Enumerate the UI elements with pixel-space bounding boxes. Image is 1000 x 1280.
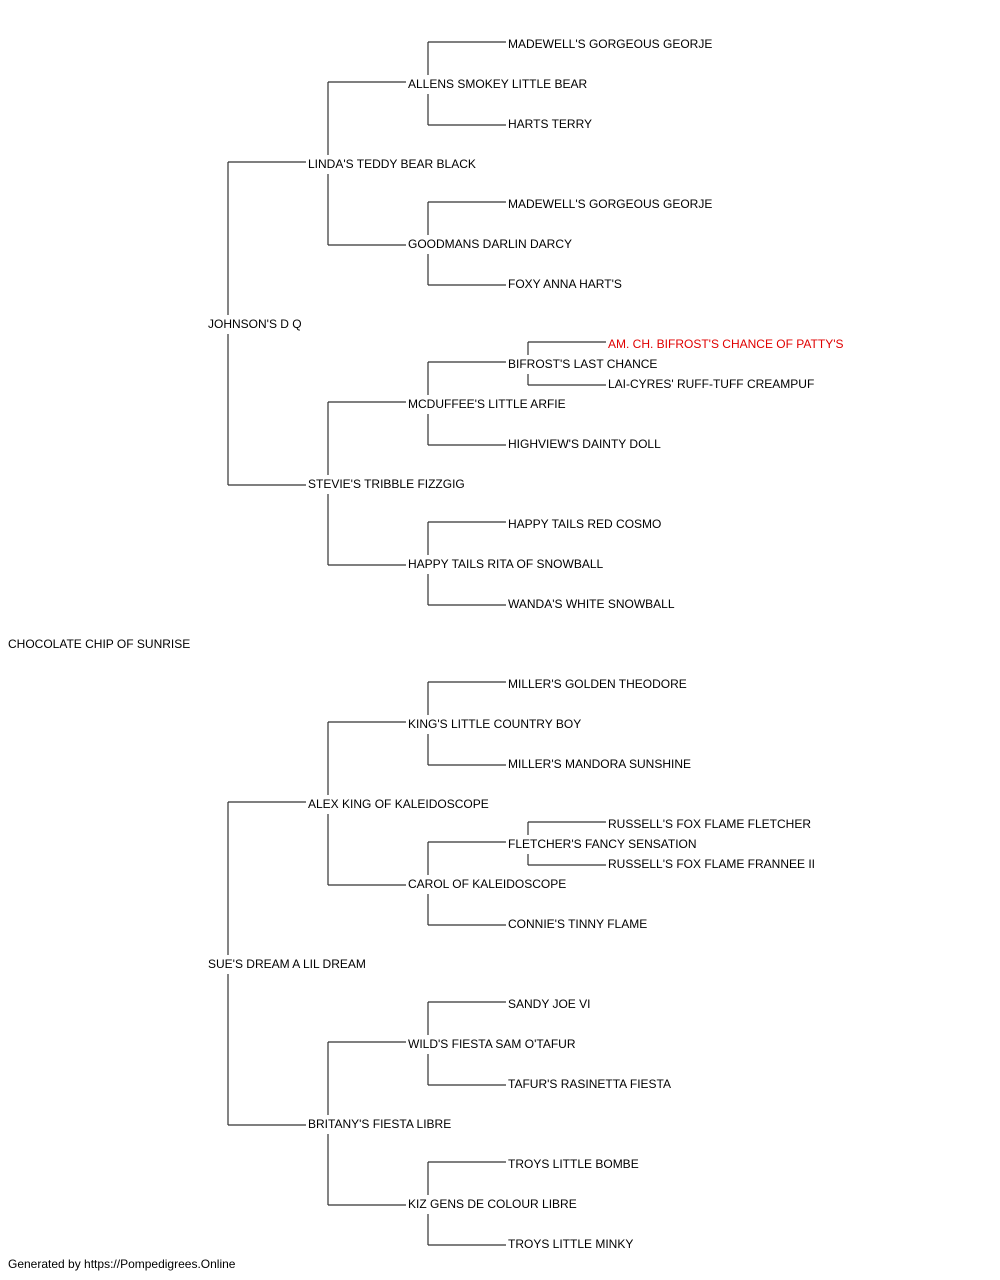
ancestor-name: FOXY ANNA HART'S bbox=[508, 275, 623, 293]
ancestor-name: ALLENS SMOKEY LITTLE BEAR bbox=[408, 75, 589, 93]
ancestor-name: MADEWELL'S GORGEOUS GEORJE bbox=[508, 35, 714, 53]
champion-ancestor-name: AM. CH. BIFROST'S CHANCE OF PATTY'S bbox=[608, 335, 845, 353]
ancestor-name: MILLER'S GOLDEN THEODORE bbox=[508, 675, 688, 693]
ancestor-name: SANDY JOE VI bbox=[508, 995, 592, 1013]
ancestor-name: LAI-CYRES' RUFF-TUFF CREAMPUF bbox=[608, 375, 816, 393]
ancestor-name: WILD'S FIESTA SAM O'TAFUR bbox=[408, 1035, 577, 1053]
ancestor-name: TAFUR'S RASINETTA FIESTA bbox=[508, 1075, 672, 1093]
sire-name: JOHNSON'S D Q bbox=[208, 315, 303, 333]
ancestor-name: KING'S LITTLE COUNTRY BOY bbox=[408, 715, 583, 733]
ancestor-name: HIGHVIEW'S DAINTY DOLL bbox=[508, 435, 662, 453]
subject-dog-name: CHOCOLATE CHIP OF SUNRISE bbox=[8, 635, 192, 653]
dam-dam-name: BRITANY'S FIESTA LIBRE bbox=[308, 1115, 453, 1133]
ancestor-name: TROYS LITTLE BOMBE bbox=[508, 1155, 640, 1173]
ancestor-name: HAPPY TAILS RITA OF SNOWBALL bbox=[408, 555, 605, 573]
ancestor-name: HARTS TERRY bbox=[508, 115, 594, 133]
ancestor-name: CONNIE'S TINNY FLAME bbox=[508, 915, 649, 933]
ancestor-name: TROYS LITTLE MINKY bbox=[508, 1235, 635, 1253]
sire-sire-name: LINDA'S TEDDY BEAR BLACK bbox=[308, 155, 477, 173]
ancestor-name: MILLER'S MANDORA SUNSHINE bbox=[508, 755, 692, 773]
ancestor-name: HAPPY TAILS RED COSMO bbox=[508, 515, 663, 533]
sire-dam-name: STEVIE'S TRIBBLE FIZZGIG bbox=[308, 475, 466, 493]
ancestor-name: RUSSELL'S FOX FLAME FRANNEE II bbox=[608, 855, 817, 873]
ancestor-name: MCDUFFEE'S LITTLE ARFIE bbox=[408, 395, 567, 413]
ancestor-name: KIZ GENS DE COLOUR LIBRE bbox=[408, 1195, 578, 1213]
generator-credit: Generated by https://Pompedigrees.Online bbox=[8, 1257, 236, 1271]
ancestor-name: GOODMANS DARLIN DARCY bbox=[408, 235, 574, 253]
ancestor-name: WANDA'S WHITE SNOWBALL bbox=[508, 595, 676, 613]
ancestor-name: RUSSELL'S FOX FLAME FLETCHER bbox=[608, 815, 813, 833]
dam-sire-name: ALEX KING OF KALEIDOSCOPE bbox=[308, 795, 490, 813]
ancestor-name: MADEWELL'S GORGEOUS GEORJE bbox=[508, 195, 714, 213]
dam-name: SUE'S DREAM A LIL DREAM bbox=[208, 955, 367, 973]
ancestor-name: CAROL OF KALEIDOSCOPE bbox=[408, 875, 568, 893]
ancestor-name: BIFROST'S LAST CHANCE bbox=[508, 355, 659, 373]
ancestor-name: FLETCHER'S FANCY SENSATION bbox=[508, 835, 698, 853]
